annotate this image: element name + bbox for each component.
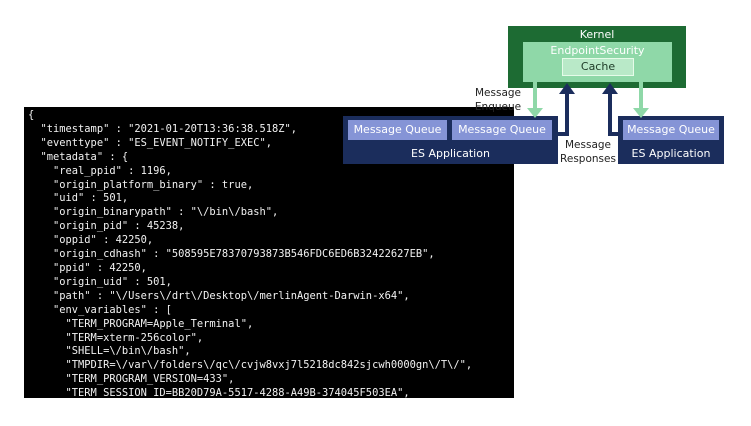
code-line: "origin_cdhash" : "508595E78370793873B54…: [28, 248, 435, 261]
es-application-left: Message Queue Message Queue ES Applicati…: [343, 116, 558, 164]
code-line: "SHELL=\/bin\/bash",: [28, 345, 191, 358]
message-queue-right-1: Message Queue: [623, 120, 719, 140]
code-line: "eventtype" : "ES_EVENT_NOTIFY_EXEC",: [28, 136, 272, 149]
code-line: "origin_pid" : 45238,: [28, 220, 185, 233]
json-code-block: { "timestamp" : "2021-01-20T13:36:38.518…: [24, 107, 514, 398]
message-responses-label-line1: Message: [564, 139, 612, 151]
response-arrow-left: [558, 83, 575, 136]
kernel-label: Kernel: [579, 28, 615, 41]
code-line: "path" : "\/Users\/drt\/Desktop\/merlinA…: [28, 289, 410, 302]
cache-label: Cache: [580, 60, 616, 73]
code-line: "env_variables" : [: [28, 303, 172, 316]
code-line: "TERM_PROGRAM=Apple_Terminal",: [28, 317, 254, 330]
message-responses-label: Message Responses: [559, 138, 617, 166]
code-line: "oppid" : 42250,: [28, 234, 154, 247]
code-line: "real_ppid" : 1196,: [28, 164, 172, 177]
message-responses-label-line2: Responses: [560, 153, 616, 165]
es-application-right: Message Queue ES Application: [618, 116, 724, 164]
code-line: "uid" : 501,: [28, 192, 129, 205]
message-queue-left-2: Message Queue: [452, 120, 552, 140]
response-arrow-right: [602, 83, 618, 136]
message-enqueue-label-line1: Message: [474, 87, 522, 99]
code-line: "timestamp" : "2021-01-20T13:36:38.518Z"…: [28, 122, 298, 135]
endpoint-security-label: EndpointSecurity: [550, 44, 645, 57]
code-line: "metadata" : {: [28, 150, 129, 163]
message-queue-left-1: Message Queue: [348, 120, 447, 140]
code-line: "TERM=xterm-256color",: [28, 331, 204, 344]
code-line: "TERM_SESSION_ID=BB20D79A-5517-4288-A49B…: [28, 387, 410, 398]
code-line: "TERM_PROGRAM_VERSION=433",: [28, 373, 235, 386]
code-line: "origin_binarypath" : "\/bin\/bash",: [28, 206, 279, 219]
cache-box: Cache: [562, 58, 634, 76]
code-line: "TMPDIR=\/var\/folders\/qc\/cvjw8vxj7l52…: [28, 359, 473, 372]
code-line: {: [28, 109, 35, 121]
es-application-right-label: ES Application: [631, 147, 711, 160]
code-line: "ppid" : 42250,: [28, 261, 147, 274]
es-application-left-label: ES Application: [411, 147, 490, 160]
code-line: "origin_platform_binary" : true,: [28, 178, 254, 191]
code-line: "origin_uid" : 501,: [28, 275, 172, 288]
